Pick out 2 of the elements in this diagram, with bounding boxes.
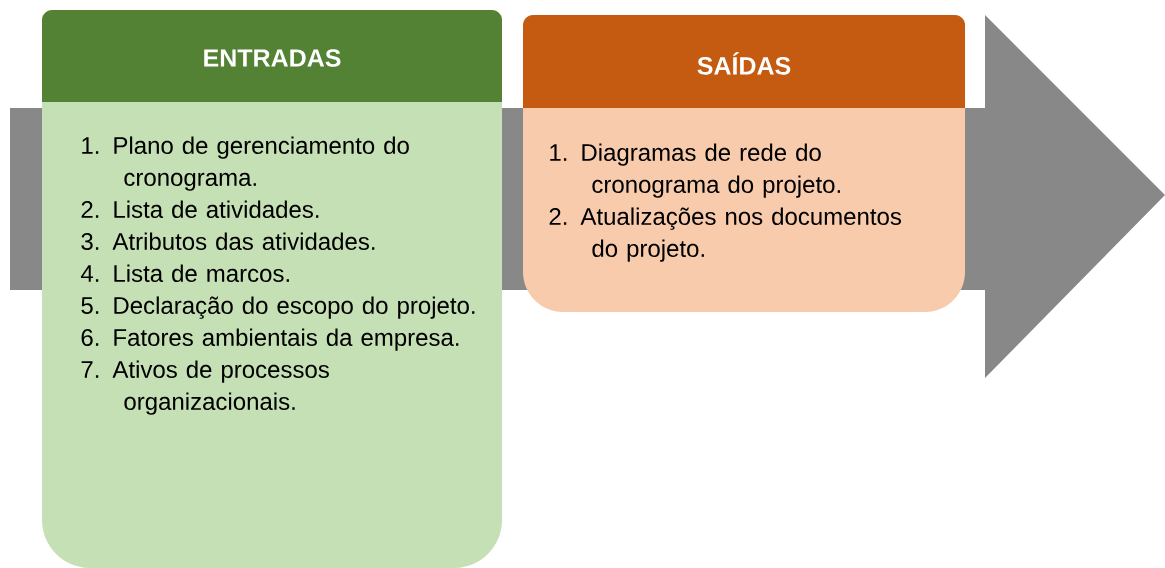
panel-heading: ENTRADAS [204,49,341,67]
panel-heading: SAÍDAS [697,52,791,75]
